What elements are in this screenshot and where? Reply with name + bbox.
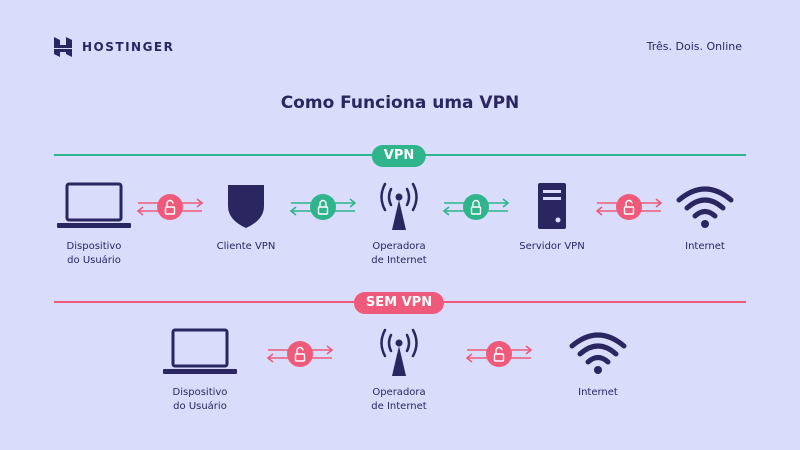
vpn-connector-secured [442, 192, 510, 226]
locked-lock-icon [442, 194, 510, 220]
vpn-connector-unsecured [595, 192, 663, 226]
unlocked-lock-icon [136, 194, 204, 220]
vpn-node-internet: Internet [650, 180, 760, 254]
vpn-node-vpn-server: Servidor VPN [497, 180, 607, 254]
vpn-section-label: VPN [371, 145, 427, 167]
laptop-icon [163, 328, 237, 374]
no-vpn-connector-unsecured [465, 339, 533, 373]
page-title: Como Funciona uma VPN [280, 93, 520, 113]
wifi-icon [676, 186, 734, 228]
unlocked-lock-icon [595, 194, 663, 220]
antenna-icon [380, 182, 418, 230]
vpn-node-user-device: Dispositivo do Usuário [39, 180, 149, 268]
no-vpn-node-user-device: Dispositivo do Usuário [145, 326, 255, 414]
tagline: Três. Dois. Online [646, 40, 742, 53]
node-label: Operadora de Internet [371, 241, 427, 266]
no-vpn-node-internet: Internet [543, 326, 653, 400]
wifi-icon [569, 332, 627, 374]
no-vpn-connector-unsecured [266, 339, 334, 373]
brand-name: HOSTINGER [82, 40, 175, 54]
node-label: Cliente VPN [216, 241, 276, 252]
locked-lock-icon [289, 194, 357, 220]
hostinger-logo: HOSTINGER [52, 36, 174, 58]
node-label: Operadora de Internet [371, 387, 427, 412]
server-icon [538, 183, 566, 229]
hostinger-logo-icon [54, 37, 72, 57]
antenna-icon [380, 328, 418, 376]
vpn-node-vpn-client: Cliente VPN [191, 180, 301, 254]
no-vpn-section-label: SEM VPN [353, 292, 445, 314]
unlocked-lock-icon [465, 341, 533, 367]
shield-icon [228, 185, 264, 228]
node-label: Dispositivo do Usuário [66, 241, 122, 266]
vpn-node-isp: Operadora de Internet [344, 180, 454, 268]
node-label: Dispositivo do Usuário [172, 387, 228, 412]
laptop-icon [57, 182, 131, 228]
unlocked-lock-icon [266, 341, 334, 367]
vpn-connector-secured [289, 192, 357, 226]
node-label: Internet [685, 241, 725, 252]
node-label: Servidor VPN [519, 241, 585, 252]
node-label: Internet [578, 387, 618, 398]
no-vpn-node-isp: Operadora de Internet [344, 326, 454, 414]
vpn-connector-unsecured [136, 192, 204, 226]
